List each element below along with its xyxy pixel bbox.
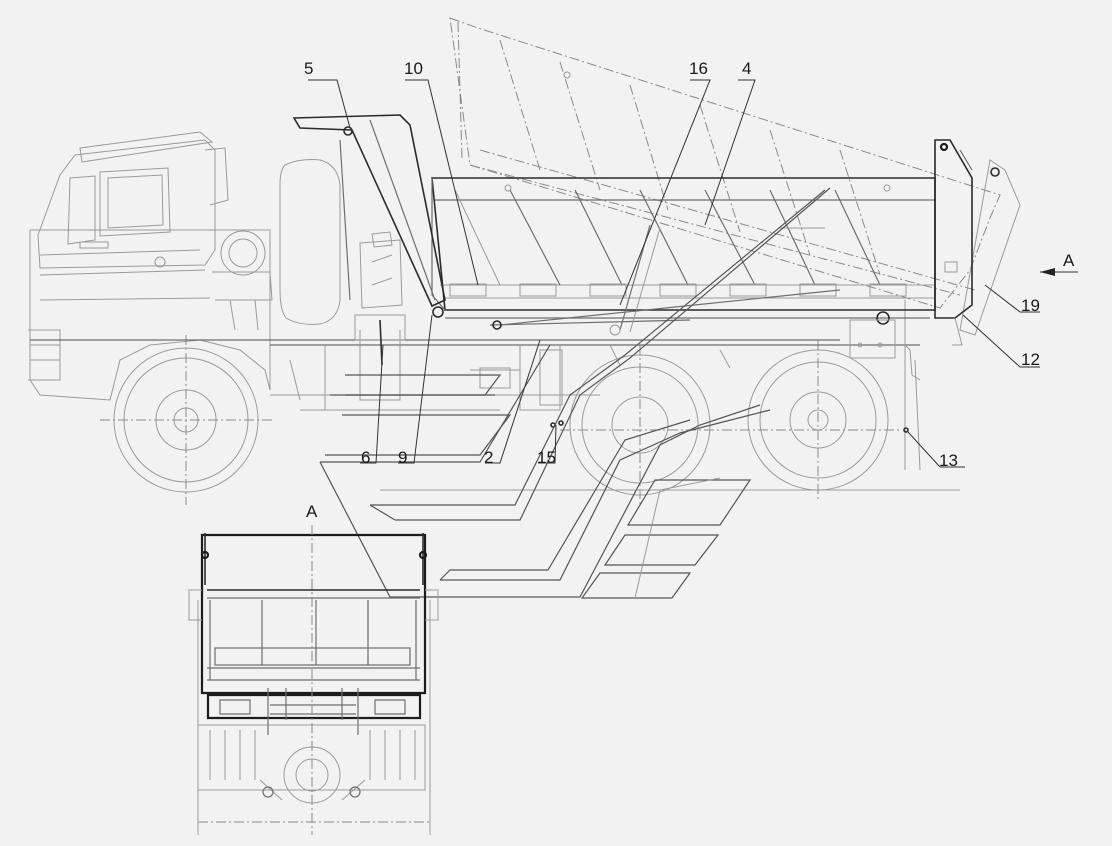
view-a-arrow-label: A bbox=[1063, 251, 1075, 270]
leader-lines bbox=[308, 79, 1040, 468]
chassis-frame bbox=[30, 300, 921, 471]
callout-9: 9 bbox=[398, 448, 408, 467]
cab-protector bbox=[292, 114, 446, 309]
view-a-arrow bbox=[1040, 268, 1078, 276]
rear-view-a bbox=[188, 525, 439, 835]
dump-body bbox=[431, 139, 973, 319]
tipping-mechanism bbox=[354, 224, 930, 428]
callout-6: 6 bbox=[361, 448, 371, 467]
rear-details bbox=[903, 317, 963, 433]
truck-cab bbox=[28, 131, 273, 401]
callout-5: 5 bbox=[304, 59, 314, 78]
callout-4: 4 bbox=[742, 59, 752, 78]
callout-2: 2 bbox=[484, 448, 494, 467]
front-wheel bbox=[100, 335, 275, 505]
callout-19: 19 bbox=[1021, 296, 1040, 315]
spare-tire bbox=[279, 159, 341, 325]
callout-12: 12 bbox=[1021, 350, 1040, 369]
callout-13: 13 bbox=[939, 451, 958, 470]
rear-wheels bbox=[380, 340, 960, 505]
callout-16: 16 bbox=[689, 59, 708, 78]
linkage-phantom-outlines bbox=[319, 187, 831, 599]
view-a-title: A bbox=[306, 502, 318, 521]
callout-10: 10 bbox=[404, 59, 423, 78]
raised-body-outline bbox=[449, 17, 1021, 336]
callout-15: 15 bbox=[537, 448, 556, 467]
